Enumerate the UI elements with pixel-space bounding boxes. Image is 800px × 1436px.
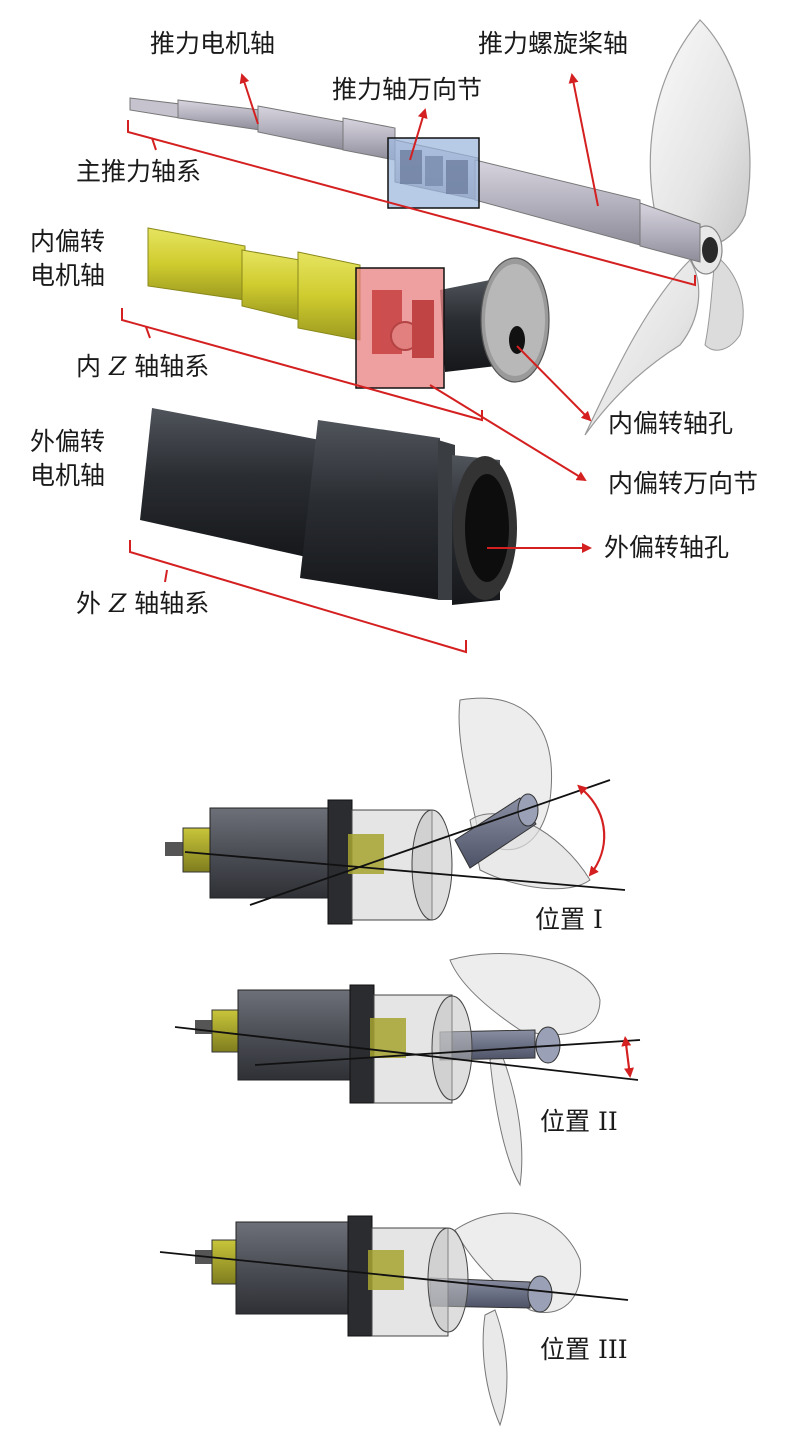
label-main-shaft-system: 主推力轴系: [76, 157, 201, 186]
label-outer-motor-shaft-line1: 外偏转: [30, 427, 105, 456]
inner-motor-shaft: [147, 227, 361, 341]
exploded-view: 推力电机轴 推力螺旋桨轴 推力轴万向节 主推力轴系 内偏转 电机轴 内 Z 轴轴…: [30, 19, 758, 654]
label-inner-motor-shaft-line1: 内偏转: [30, 227, 105, 256]
label-position-3: 位置 III: [540, 1335, 628, 1364]
inner-shaft-end: [440, 257, 550, 383]
label-position-2: 位置 II: [540, 1107, 618, 1136]
label-inner-ujoint: 内偏转万向节: [608, 469, 758, 498]
inner-ujoint-shape: [372, 290, 434, 358]
label-outer-hole: 外偏转轴孔: [604, 533, 729, 562]
outer-motor-shaft: [140, 408, 517, 605]
label-main-motor-shaft: 推力电机轴: [150, 29, 275, 58]
position-1-assembly: [165, 697, 626, 925]
label-outer-z-shaft-system: 外 Z 轴轴系: [76, 589, 209, 618]
arrows: [239, 73, 599, 553]
label-thrust-ujoint: 推力轴万向节: [332, 75, 482, 104]
position-2-assembly: [174, 952, 641, 1187]
braces: [121, 120, 696, 654]
label-outer-motor-shaft-line2: 电机轴: [30, 461, 105, 490]
label-propeller-shaft: 推力螺旋桨轴: [478, 29, 628, 58]
label-inner-z-shaft-system: 内 Z 轴轴系: [76, 352, 209, 381]
position-3-assembly: [159, 1212, 629, 1427]
label-position-1: 位置 I: [535, 905, 603, 934]
thrust-ujoint-shape: [400, 150, 468, 194]
propeller-render: [584, 19, 751, 436]
label-inner-hole: 内偏转轴孔: [608, 409, 733, 438]
label-inner-motor-shaft-line2: 电机轴: [30, 261, 105, 290]
